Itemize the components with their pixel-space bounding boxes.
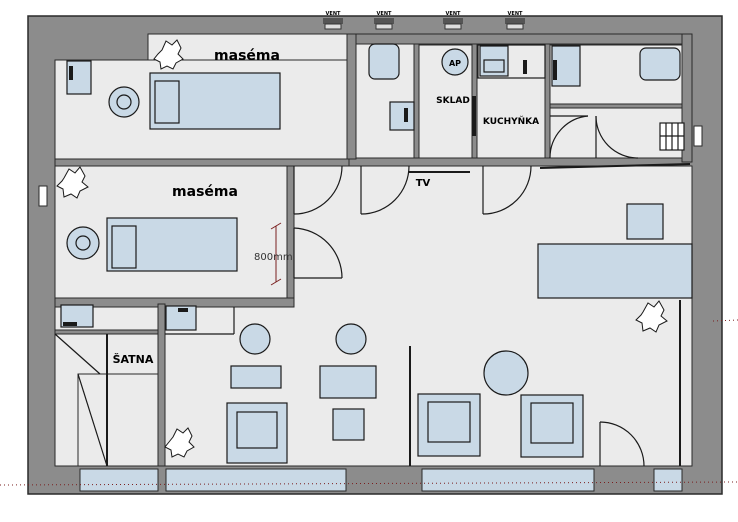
vent-label: VENT [446,11,461,17]
stool-hall-1 [239,323,271,355]
room-label-massage-mid: maséma [172,184,238,200]
door-wc-1 [360,165,410,215]
door-storage [165,307,235,335]
tv-label: TV [416,178,431,189]
partition-lines [106,163,691,466]
doors [54,115,645,467]
door-bath-top [549,115,589,159]
stool-hall-2 [335,323,367,355]
bench-2 [319,365,377,399]
reception-desk [537,243,693,299]
door-wc-2 [595,115,639,159]
door-kitchen [482,165,532,215]
furniture [60,43,693,464]
windows [38,125,703,492]
window-bottom-1 [79,468,159,492]
kitchen-sink [479,45,509,77]
door-satna [54,333,108,467]
plant-icon [153,39,184,70]
vent-label: VENT [377,11,392,17]
vents: VENT VENT VENT VENT [323,11,525,30]
window-bottom-2 [165,468,347,492]
door-massage-mid [293,227,343,279]
small-table [332,408,365,441]
bench-1 [230,365,282,389]
armchair-right-top [626,203,664,240]
toilet-1 [368,43,400,80]
entry-corridor-floor [77,373,159,467]
sink-wc-1 [389,101,415,131]
round-table [483,350,529,396]
stool-mid [66,226,100,260]
boiler [441,48,469,76]
room-label-massage-top: maséma [214,48,280,64]
storage-cabinet-1 [60,304,94,328]
room-label-satna: ŠATNA [113,353,154,366]
plants [56,39,668,458]
vent-icon: VENT [374,11,394,30]
vent-icon: VENT [443,11,463,30]
plant-icon [635,300,668,333]
reference-lines [0,319,738,486]
plant-icon [56,166,89,199]
door-dimension [270,222,282,286]
kitchen-counter [477,44,546,79]
door-massage-top [293,165,343,215]
door-entrance [599,421,645,467]
room-label-sklad: SKLAD [436,96,470,106]
room-label-kuchynka: KUCHYŇKA [483,115,539,127]
massage-table-mid-pillow [111,225,137,269]
boiler-label: AP [449,59,461,68]
window-right [693,125,703,147]
window-left [38,185,48,207]
vent-label: VENT [508,11,523,17]
vent-label: VENT [326,11,341,17]
toilet-2 [639,47,681,81]
door-dimension-label: 800mm [254,252,293,263]
plant-icon [164,427,195,458]
stool-top [108,86,140,118]
massage-table-top-pillow [154,80,180,124]
window-bottom-3 [421,468,595,492]
window-bottom-4 [653,468,683,492]
vent-icon: VENT [323,11,343,30]
storage-cabinet-2 [165,305,197,331]
vent-icon: VENT [505,11,525,30]
